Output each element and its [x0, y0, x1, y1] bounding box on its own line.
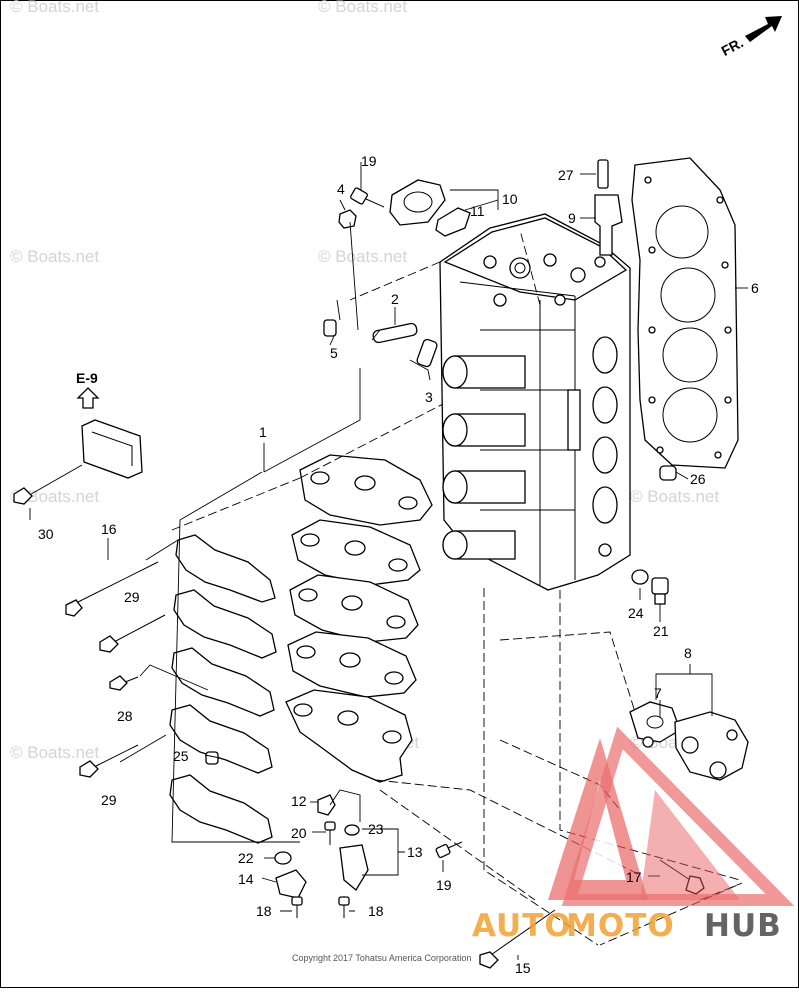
- part-label-4: 4: [337, 181, 345, 197]
- o-ring-7: [642, 736, 654, 748]
- oil-control-valve: [629, 701, 749, 781]
- watermark-text: © Boats.net: [10, 0, 99, 16]
- bracket-12: [317, 794, 336, 816]
- part-label-14: 14: [238, 871, 254, 887]
- part-label-20: 20: [291, 825, 307, 841]
- part-labels: 1 2 3 4 5 6 7 8 9 10 11 12 13 14 15 16 1…: [38, 153, 759, 976]
- washer-22: [274, 851, 292, 865]
- brand-part-1: AUTO: [472, 908, 572, 944]
- head-gasket: [631, 157, 739, 469]
- copyright-text: Copyright 2017 Tohatsu America Corporati…: [292, 953, 471, 963]
- reference-e9-part: [76, 387, 143, 479]
- part-label-29-upper: 29: [124, 589, 140, 605]
- bolt-16: [65, 561, 159, 617]
- part-label-18-left: 18: [256, 903, 272, 919]
- part-label-25: 25: [173, 748, 189, 764]
- part-label-12: 12: [291, 793, 307, 809]
- bolt-28: [109, 675, 139, 691]
- part-label-8: 8: [684, 645, 692, 661]
- sensor-9: [594, 159, 623, 256]
- cam-holders: [285, 454, 433, 783]
- leader-lines: [29, 162, 748, 960]
- cam-journals: [442, 355, 526, 560]
- part-label-9: 9: [568, 210, 576, 226]
- part-label-2: 2: [391, 291, 399, 307]
- valve-seals: [323, 319, 438, 368]
- part-label-13: 13: [407, 844, 423, 860]
- bolt-30: [13, 464, 83, 505]
- sensor-13: [339, 844, 369, 891]
- plug-21: [651, 577, 669, 605]
- washer-24: [631, 569, 649, 585]
- part-label-3: 3: [425, 389, 433, 405]
- part-label-7: 7: [654, 685, 662, 701]
- bolt-19-bottom: [435, 841, 463, 859]
- part-label-16: 16: [101, 521, 117, 537]
- front-arrow-icon: [745, 16, 782, 42]
- cylinder-head-block: [439, 213, 631, 591]
- part-label-17: 17: [626, 869, 642, 885]
- bolt-29-lower: [79, 744, 139, 778]
- part-label-27: 27: [558, 167, 574, 183]
- part-label-24: 24: [628, 605, 644, 621]
- part-label-21: 21: [653, 623, 669, 639]
- bolt-20: [324, 821, 336, 845]
- part-label-26: 26: [690, 471, 706, 487]
- bolt-19-top: [350, 187, 385, 208]
- bolt-17: [659, 859, 705, 895]
- watermark-text: © Boats.net: [630, 487, 719, 506]
- part-label-28: 28: [117, 708, 133, 724]
- brand-part-2: MOTO: [566, 908, 675, 944]
- part-label-5: 5: [330, 345, 338, 361]
- watermark-text: © Boats.net: [318, 0, 407, 16]
- front-direction-indicator: FR.: [718, 16, 782, 59]
- part-label-18-right: 18: [368, 903, 384, 919]
- cap-14: [275, 869, 307, 899]
- watermark-text: © Boats.net: [10, 743, 99, 762]
- part-label-19-top: 19: [361, 153, 377, 169]
- part-label-19-bottom: 19: [436, 877, 452, 893]
- washer-23: [344, 824, 360, 836]
- part-label-11: 11: [470, 203, 485, 219]
- watermark-text: © Boats.net: [10, 247, 99, 266]
- cam-caps: [169, 534, 277, 844]
- part-label-6: 6: [751, 280, 759, 296]
- reference-label: E-9: [76, 370, 98, 386]
- bolt-18-right: [338, 896, 350, 918]
- watermark-text: © Boats.net: [318, 247, 407, 266]
- part-label-29-lower: 29: [101, 792, 117, 808]
- part-label-15: 15: [515, 960, 531, 976]
- bolt-29-upper: [99, 614, 166, 653]
- automotohub-logo: AUTO MOTO HUB: [472, 726, 795, 944]
- plug-4: [338, 209, 357, 229]
- bolt-15: [479, 909, 556, 969]
- part-label-10: 10: [502, 191, 518, 207]
- part-label-23: 23: [368, 821, 384, 837]
- part-label-1: 1: [259, 424, 267, 440]
- cover-10: [389, 179, 471, 237]
- watermark-text: © Boats.net: [10, 487, 99, 506]
- head-side-ports: [567, 336, 618, 557]
- dowel-26: [659, 465, 677, 481]
- pin-25: [205, 751, 219, 765]
- part-label-30: 30: [38, 526, 54, 542]
- bolt-18-left: [291, 896, 303, 918]
- brand-part-3: HUB: [704, 908, 782, 944]
- front-label: FR.: [718, 34, 745, 59]
- part-label-22: 22: [238, 850, 254, 866]
